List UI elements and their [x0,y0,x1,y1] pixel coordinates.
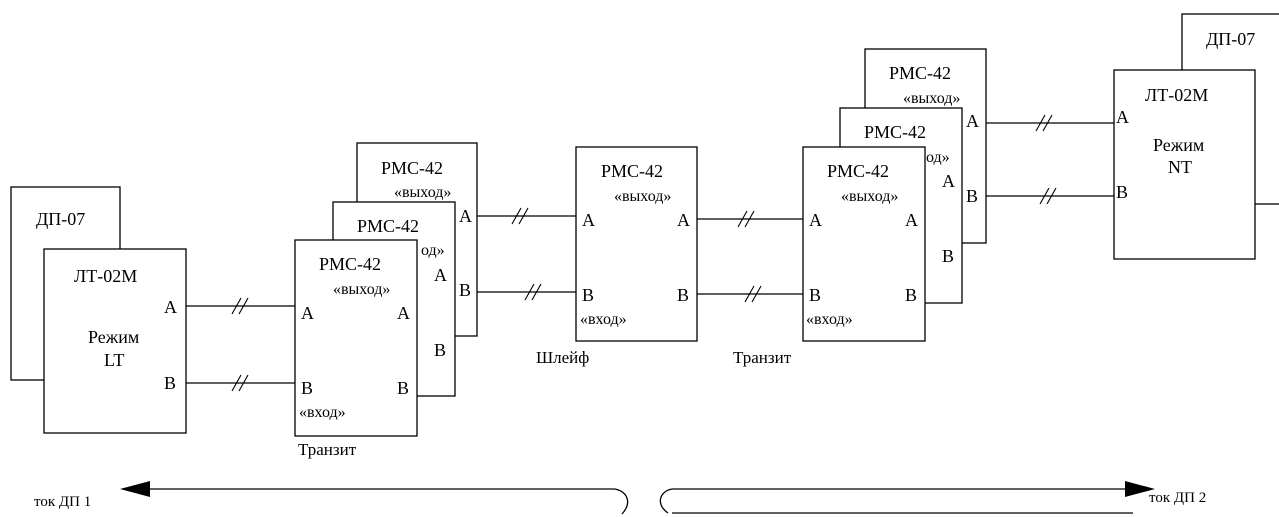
wire-a-tick-1 [231,297,242,315]
transit2-front-port-b-in: B [809,285,821,305]
loop-vyhod: «выход» [614,188,671,205]
transit2-front-title: РМС-42 [827,161,889,181]
lt02m-right-mode-value: NT [1168,157,1192,177]
dp07-right-label: ДП-07 [1206,29,1255,49]
transit1-front-title: РМС-42 [319,254,381,274]
transit1-caption: Транзит [298,440,357,459]
transit2-back-port-a: A [966,111,979,131]
transit1-middle-port-b: B [434,340,446,360]
wire-a-tick-2 [744,210,755,228]
transit1-stack: РМС-42 «выход» A B РМС-42 од» A B РМС-42… [294,142,478,437]
lt02m-right-mode-label: Режим [1153,135,1204,155]
loop-port-b-in: B [582,285,594,305]
transit1-middle-title: РМС-42 [357,216,419,236]
wire-a-tick-1 [737,210,748,228]
transit2-middle-port-b: B [942,246,954,266]
wire-a-tick-2 [1042,114,1053,132]
transit2-caption: Транзит [733,348,792,367]
wire-b-tick-1 [231,374,242,392]
transit2-front-box [802,146,926,342]
loop-title: РМС-42 [601,161,663,181]
loop-unit: РМС-42 «выход» A A B B «вход» [575,146,698,342]
transit2-middle-title: РМС-42 [864,122,926,142]
link-loop-to-transit2 [697,210,803,303]
transit1-back-port-b: B [459,280,471,300]
lt02m-left-port-a: A [164,297,177,317]
wire-a-tick-2 [518,207,529,225]
current-arrow-dp2 [659,481,1155,514]
lt02m-right-box [1113,69,1256,260]
transit1-front-port-b-out: B [397,378,409,398]
lt02m-left-port-b: B [164,373,176,393]
transit2-middle-port-a: A [942,171,955,191]
transit1-front-vhod: «вход» [299,404,346,421]
link-transit2-to-nt [986,114,1115,205]
loop-box [575,146,698,342]
transit1-front-port-a-in: A [301,303,314,323]
lt02m-right-port-a: A [1116,107,1129,127]
loop-vhod: «вход» [580,311,627,328]
transit1-back-vyhod: «выход» [394,184,451,201]
transit1-front-port-b-in: B [301,378,313,398]
loop-caption: Шлейф [536,348,589,367]
transit1-middle-partial: од» [421,242,445,259]
transit1-front-port-a-out: A [397,303,410,323]
transit2-back-port-b: B [966,186,978,206]
right-terminal-group: ДП-07 ЛТ-02М A B Режим NT [1113,13,1279,260]
arrow-dp2-bracket [659,488,673,514]
transit1-front-box [294,239,418,437]
lt02m-left-box [43,248,187,434]
transit1-back-title: РМС-42 [381,158,443,178]
lt02m-left-mode-label: Режим [88,327,139,347]
arrow-dp1-head [120,481,150,497]
lt02m-left-mode-value: LT [104,350,124,370]
arrow-dp2-head [1125,481,1155,497]
current-arrow-dp1 [120,481,629,515]
wire-a-tick-1 [1035,114,1046,132]
transit2-front-vyhod: «выход» [841,188,898,205]
wire-b-tick-1 [524,283,535,301]
lt02m-right-port-b: B [1116,182,1128,202]
transit1-back-port-a: A [459,206,472,226]
dp07-left-label: ДП-07 [36,209,85,229]
transit2-back-vyhod: «выход» [903,90,960,107]
wire-b-tick-2 [238,374,249,392]
transit2-back-title: РМС-42 [889,63,951,83]
arrow-dp1-bracket [614,488,629,515]
transit1-front-vyhod: «выход» [333,281,390,298]
transit1-middle-port-a: A [434,265,447,285]
lt02m-left-label: ЛТ-02М [74,266,137,286]
transit2-middle-partial: од» [926,149,950,166]
wire-b-tick-2 [1046,187,1057,205]
link-lt-to-transit1 [186,297,295,392]
tok-dp1-label: ток ДП 1 [34,494,91,510]
left-terminal-group: ДП-07 ЛТ-02М Режим LT A B [10,186,187,434]
wire-b-tick-1 [1039,187,1050,205]
wire-a-tick-1 [511,207,522,225]
link-transit1-to-loop [477,207,576,301]
transit2-stack: РМС-42 «выход» A B РМС-42 од» A B РМС-42… [802,48,987,342]
wire-b-tick-2 [751,285,762,303]
wire-b-tick-2 [531,283,542,301]
loop-port-b-out: B [677,285,689,305]
loop-port-a-out: A [677,210,690,230]
transit2-front-port-b-out: B [905,285,917,305]
lt02m-right-label: ЛТ-02М [1145,85,1208,105]
transit2-front-vhod: «вход» [806,311,853,328]
transit2-front-port-a-in: A [809,210,822,230]
loop-port-a-in: A [582,210,595,230]
transit2-front-port-a-out: A [905,210,918,230]
wire-a-tick-2 [238,297,249,315]
wire-b-tick-1 [744,285,755,303]
tok-dp2-label: ток ДП 2 [1149,490,1206,506]
